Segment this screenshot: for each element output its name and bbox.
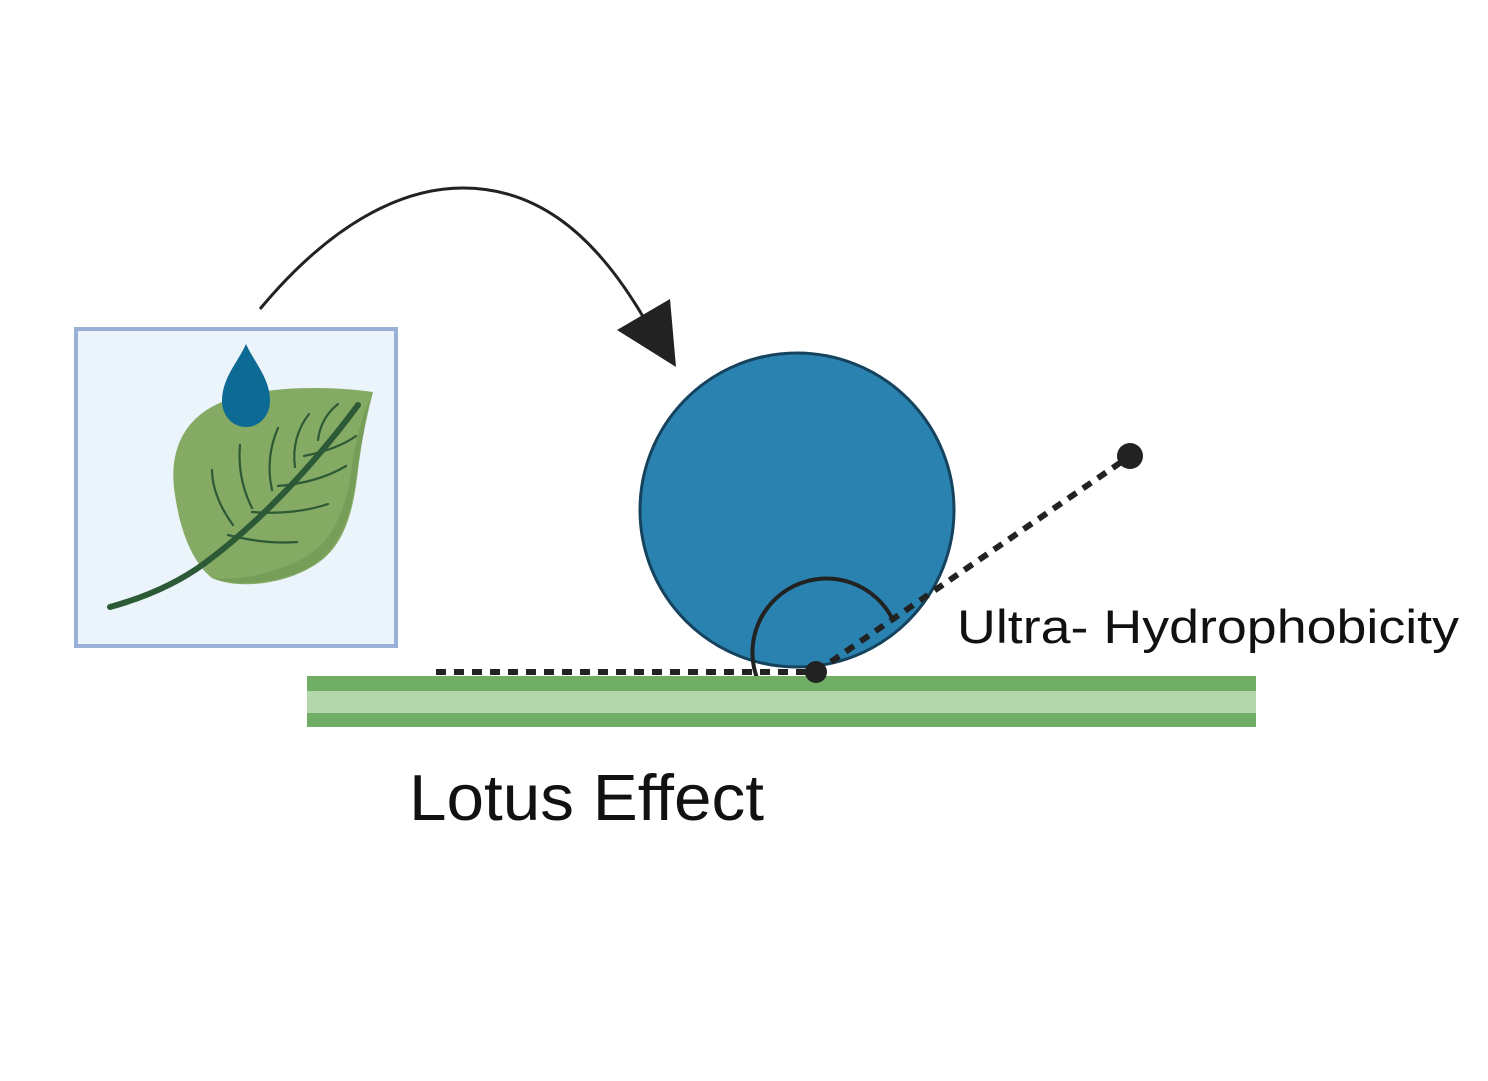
surface-middle-band [307, 691, 1256, 713]
leaf-icon [107, 388, 373, 610]
leaf-veins [210, 402, 358, 544]
tangent-end-point [1117, 443, 1143, 469]
transition-arrow [258, 186, 676, 367]
lotus-effect-title: Lotus Effect [409, 761, 764, 834]
contact-angle-arc [750, 576, 895, 676]
surface-top-band [307, 676, 1256, 691]
leaf-shade [212, 392, 373, 583]
water-droplet [638, 351, 956, 669]
arrow-head [617, 299, 676, 367]
arrow-curve [258, 186, 647, 321]
surface-bottom-band [307, 713, 1256, 727]
contact-point [805, 661, 827, 683]
tangent-dashed-line [814, 453, 1132, 675]
leaf-icon-box [74, 327, 398, 648]
leaf-stem [107, 402, 361, 610]
hydrophobicity-label: Ultra- Hydrophobicity [957, 600, 1460, 653]
leaf-surface [307, 676, 1256, 727]
water-drop-icon [222, 344, 270, 427]
leaf-blade [173, 388, 373, 585]
